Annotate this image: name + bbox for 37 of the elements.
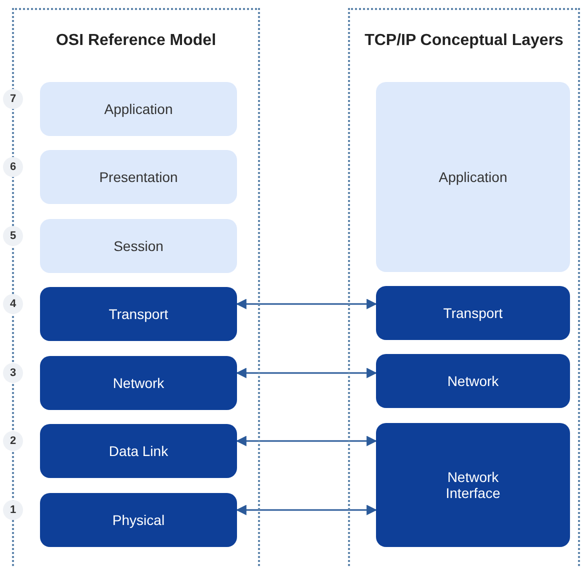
layer-box <box>376 423 570 547</box>
double-arrow <box>236 368 378 378</box>
layer-number: 4 <box>3 294 23 314</box>
layer-number: 3 <box>3 363 23 383</box>
layer-box <box>40 493 237 547</box>
layer-label: Application <box>104 101 173 117</box>
layer-label: Network <box>447 373 499 389</box>
layer-label: Data Link <box>108 443 168 459</box>
layer-box <box>40 287 237 341</box>
layer-box <box>40 356 237 410</box>
double-arrow <box>236 298 378 310</box>
dotted-panel <box>12 8 260 567</box>
layer-box <box>40 424 237 478</box>
layer-label: Network Interface <box>444 469 502 501</box>
layer-box <box>376 354 570 408</box>
layer-label: Network <box>112 375 164 391</box>
layer-label: Application <box>438 169 508 185</box>
layer-label: Transport <box>108 306 168 322</box>
layer-box <box>40 219 237 273</box>
double-arrow <box>236 436 378 446</box>
layer-number: 2 <box>3 431 23 451</box>
layer-box <box>40 82 237 136</box>
layer-label: Presentation <box>99 169 178 185</box>
layer-number: 6 <box>3 157 23 177</box>
dotted-panel <box>348 8 580 567</box>
layer-label: Session <box>114 238 164 254</box>
panel-title: OSI Reference Model <box>54 32 218 50</box>
double-arrow <box>236 504 378 516</box>
layer-label: Physical <box>112 512 165 528</box>
panel-title: TCP/IP Conceptual Layers <box>364 32 564 50</box>
layer-label: Transport <box>443 305 503 321</box>
layer-number: 5 <box>3 226 23 246</box>
layer-box <box>40 150 237 204</box>
layer-box <box>376 286 570 340</box>
layer-box <box>376 82 570 272</box>
layer-number: 1 <box>3 500 23 520</box>
layer-number: 7 <box>3 89 23 109</box>
